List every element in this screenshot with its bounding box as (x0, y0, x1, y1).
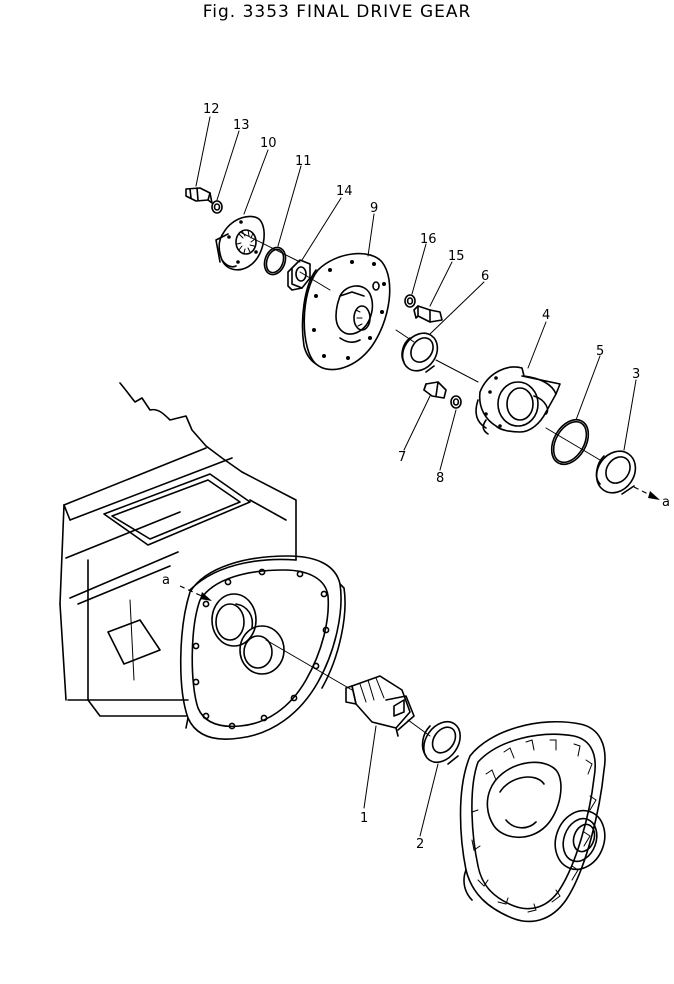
callout-9: 9 (370, 201, 378, 216)
callout-14: 14 (336, 184, 353, 199)
callout-16: 16 (420, 232, 437, 247)
callout-8: 8 (436, 471, 444, 486)
part-15-bolt (413, 305, 443, 323)
part-11-o-ring (263, 246, 287, 276)
callout-12: 12 (203, 102, 220, 117)
figure-title: Fig. 3353 FINAL DRIVE GEAR (202, 2, 472, 22)
callout-11: 11 (295, 154, 312, 169)
part-4-cage (475, 366, 561, 435)
part-7-bolt (423, 381, 447, 399)
part-6-bearing (401, 332, 439, 373)
part-2-bearing (421, 720, 461, 765)
callout-7: 7 (398, 450, 406, 465)
part-9-hub-flange (301, 252, 391, 371)
part-12-bolt (185, 187, 213, 204)
callout-1: 1 (360, 811, 368, 826)
leader-lines (195, 116, 637, 837)
part-1-pinion-shaft (345, 675, 415, 737)
callout-5: 5 (596, 344, 604, 359)
callout-3: 3 (632, 367, 640, 382)
callout-10: 10 (260, 136, 277, 151)
callout-4: 4 (542, 308, 550, 323)
part-13-washer (211, 200, 223, 214)
callout-13: 13 (233, 118, 250, 133)
part-14-nut (287, 259, 311, 291)
reference-label-a-right: a (662, 495, 670, 510)
part-8-washer (450, 395, 462, 409)
callout-15: 15 (448, 249, 465, 264)
part-3-bearing (595, 450, 637, 495)
callout-2: 2 (416, 837, 424, 852)
final-drive-housing (459, 720, 606, 923)
reference-arrow-a-left (179, 585, 212, 601)
part-10-cover-plate (215, 215, 265, 271)
reference-label-a-left: a (162, 573, 170, 588)
callout-labels: 12 13 10 11 14 9 16 15 6 4 5 3 7 8 1 2 a… (162, 102, 670, 852)
part-16-washer (404, 294, 416, 308)
callout-6: 6 (481, 269, 489, 284)
transmission-case (59, 382, 346, 740)
assembly-centerlines (239, 231, 601, 737)
reference-arrow-a-right (633, 486, 660, 500)
